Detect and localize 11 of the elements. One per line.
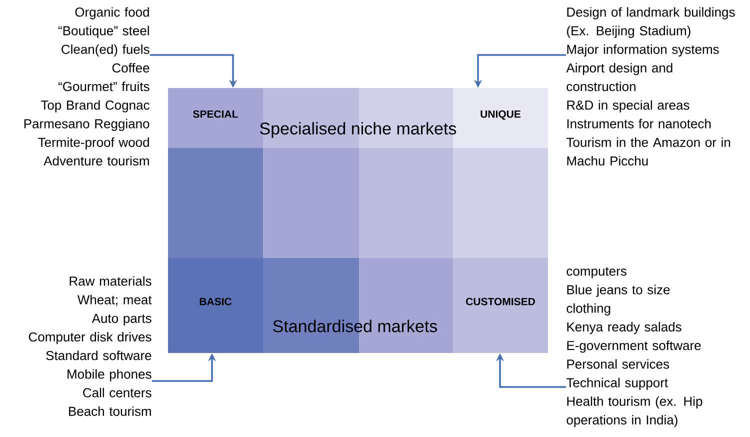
item-list: computers Blue jeans to size clothing Kenya ready salads E-government software Personal services Technical support Health tourism (ex. Hip operations in India) bbox=[566, 267, 702, 428]
market-label: Standardised markets bbox=[273, 320, 438, 332]
item-list: Design of landmark buildings (Ex. Beijing Stadium) Major information systems Airport design and construction R&D in special areas Instruments for nanotech Tourism in the Amazon or in Machu Picchu bbox=[566, 7, 735, 166]
market-cell bbox=[453, 148, 548, 258]
item-list: Raw materials Wheat; meat Auto parts Computer disk drives Standard software Mobile phones Call centers Beach tourism bbox=[28, 276, 152, 416]
market-cell bbox=[263, 148, 359, 258]
market-cell: BASIC bbox=[168, 258, 263, 353]
market-cell: CUSTOMISED bbox=[453, 258, 548, 353]
market-cell bbox=[168, 148, 263, 258]
item-list: Organic food “Boutique” steel Clean(ed) fuels Coffee “Gourmet” fruits Top Brand Cognac Parmesano Reggiano Termite-proof wood Adventure tourism bbox=[24, 7, 150, 166]
market-cell bbox=[359, 148, 453, 258]
